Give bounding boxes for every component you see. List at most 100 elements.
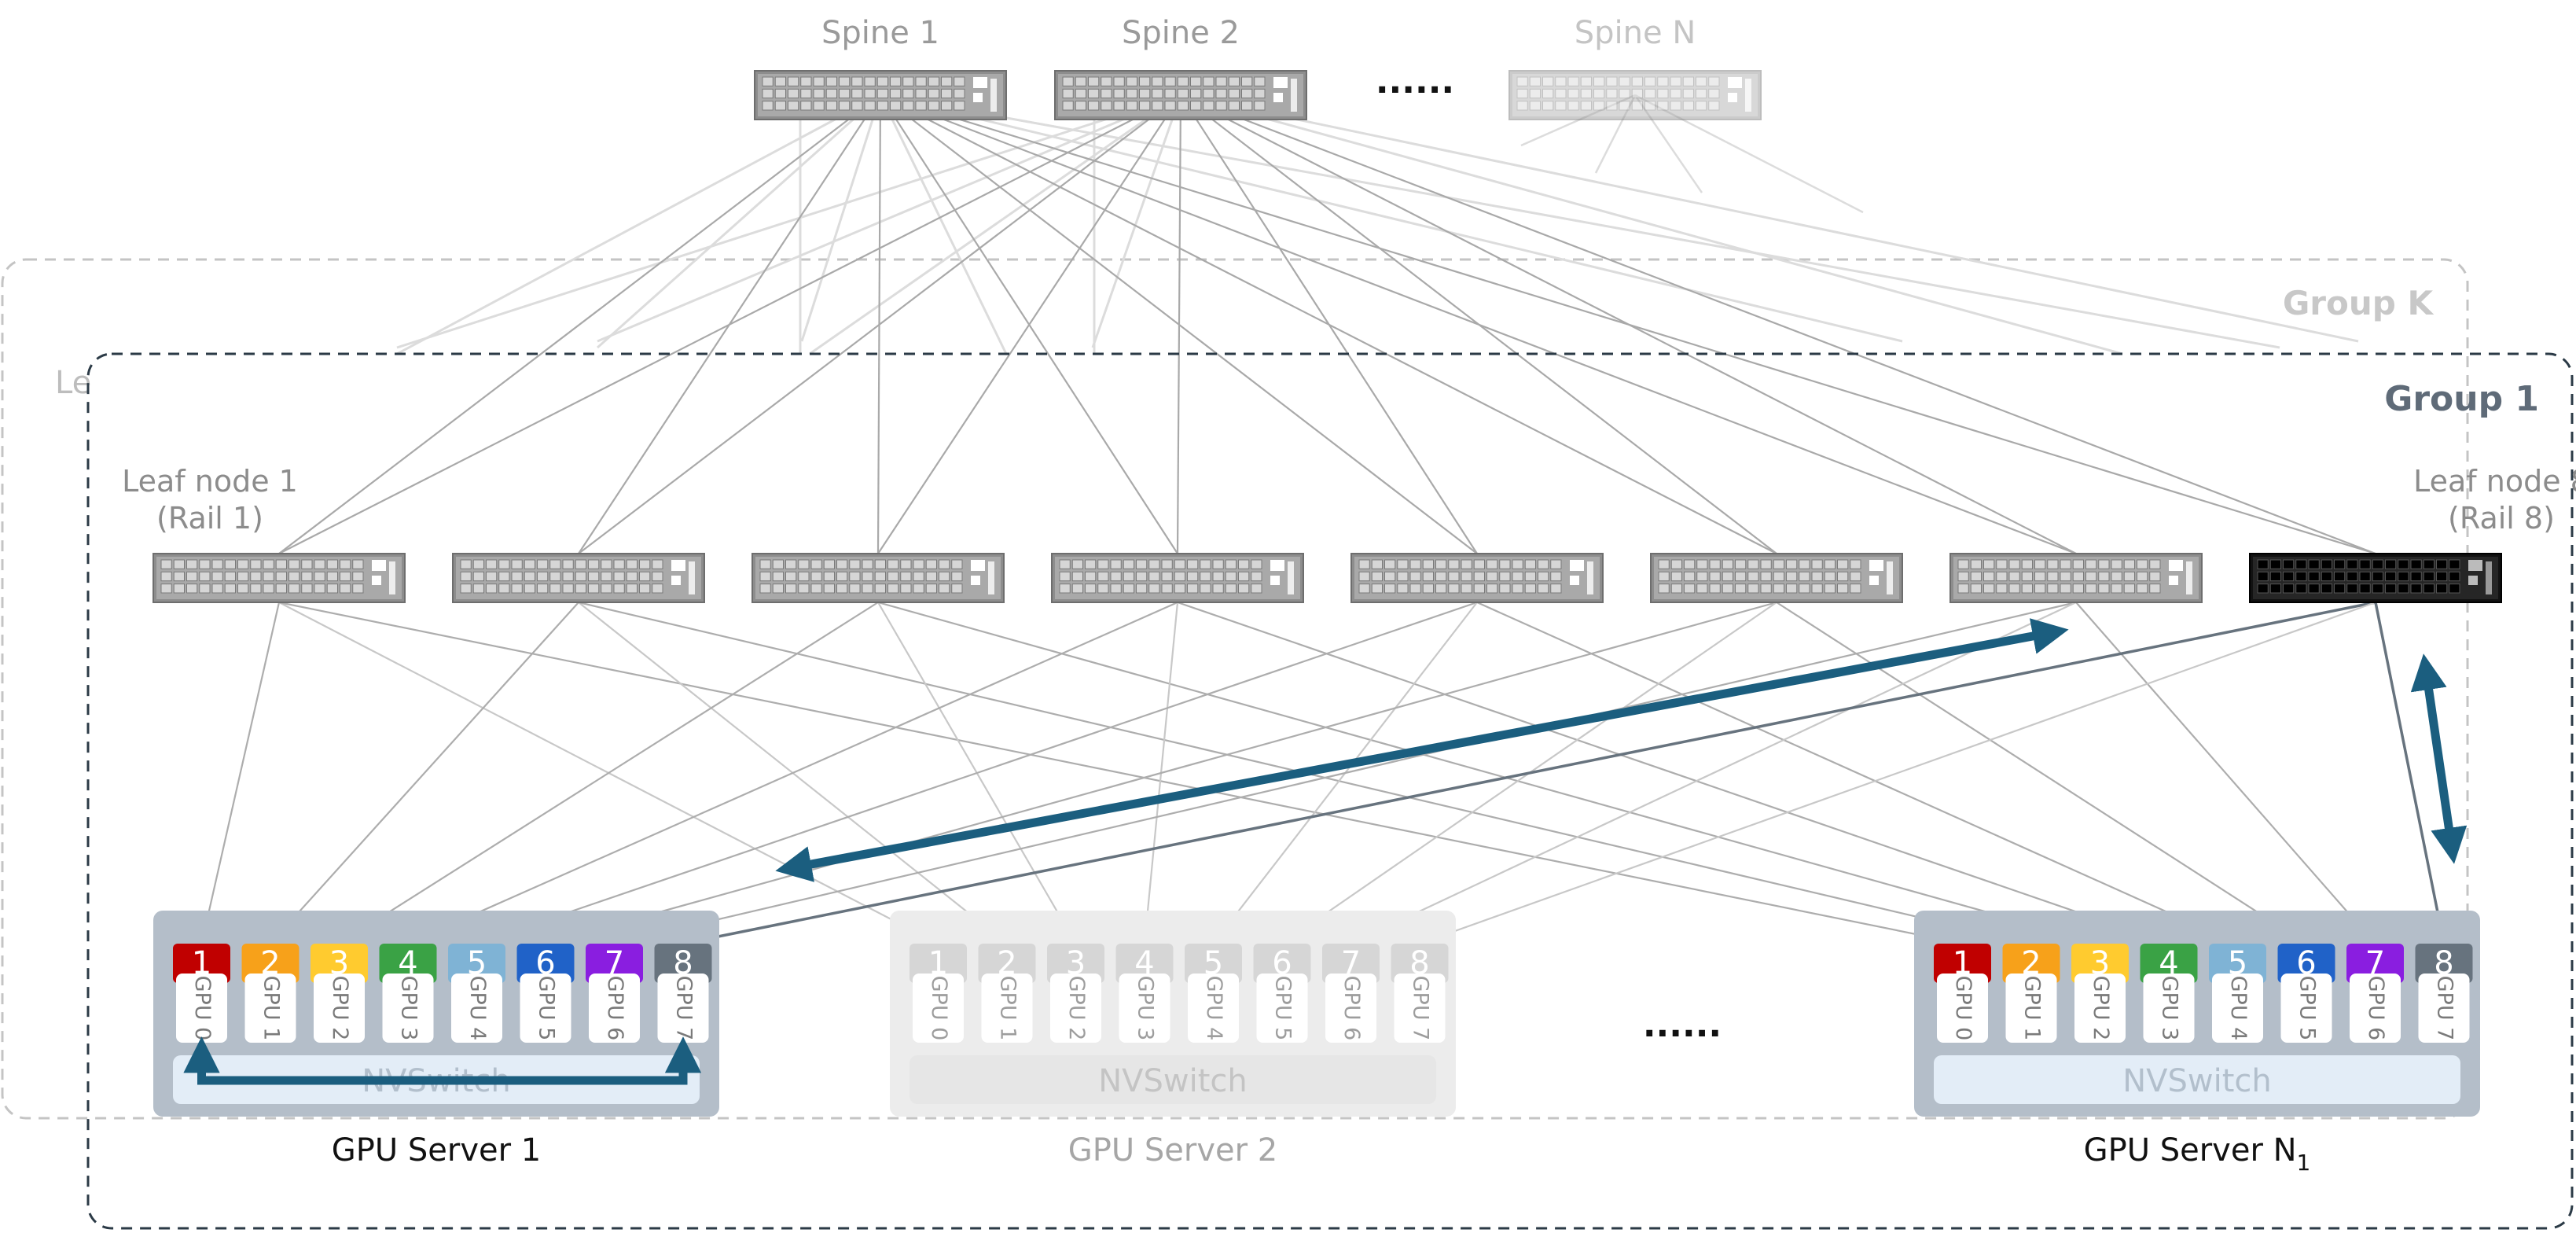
- spine-label: Spine 1: [821, 15, 939, 51]
- gpu-card: [244, 974, 296, 1043]
- leaf-switch: [1949, 553, 2203, 603]
- gpu-card: [451, 974, 502, 1043]
- rail-8-arrow: [2410, 653, 2468, 864]
- gpu-card: [176, 974, 227, 1043]
- spine-leaf-link: [1176, 94, 1182, 554]
- leaf-switch: [153, 553, 406, 603]
- server-name: GPU Server N1: [2084, 1132, 2311, 1176]
- gpu-label: GPU 2: [2089, 976, 2113, 1041]
- rail-port: [2002, 944, 2060, 983]
- rail-port: [173, 944, 230, 983]
- rail-port: [654, 944, 712, 983]
- leaf-switch: [1650, 553, 1903, 603]
- nvswitch: [1934, 1055, 2460, 1104]
- rail-port: [2346, 944, 2404, 983]
- gpu-card: [657, 974, 709, 1043]
- rail-port: [2209, 944, 2266, 983]
- spine-leaf-link: [1180, 94, 2376, 555]
- spine-switch: [1508, 70, 1762, 120]
- group-k-link: [1180, 94, 2359, 343]
- leaf-gpu-link: [2374, 602, 2446, 944]
- group-k-link: [1180, 94, 2123, 355]
- traffic-arrows: [183, 618, 2468, 1085]
- gpu-card: [1937, 974, 1988, 1043]
- group-k-link: [597, 94, 881, 349]
- gpu-label: GPU 6: [2364, 976, 2388, 1041]
- leaf-switch: [452, 553, 705, 603]
- server-name-subscript: 1: [2297, 1150, 2311, 1176]
- gpu-label: GPU 0: [927, 976, 951, 1041]
- gpu-label: GPU 3: [1134, 976, 1158, 1041]
- leaf-switch: [751, 553, 1005, 603]
- rail-port: [2140, 944, 2198, 983]
- nvswitch: [910, 1055, 1436, 1104]
- group-k-link: [396, 94, 1181, 349]
- spine-leaf-link: [1180, 94, 2077, 554]
- gpu-label: GPU 3: [2158, 976, 2182, 1041]
- group-k-link: [597, 94, 1181, 343]
- gpu-label: GPU 1: [2020, 976, 2045, 1041]
- gpu-label: GPU 7: [1409, 976, 1433, 1041]
- spine-label: Spine 2: [1122, 15, 1240, 51]
- gpu-label: GPU 6: [603, 976, 627, 1041]
- spine-leaf-link: [1180, 94, 1777, 554]
- gpu-label: GPU 7: [672, 976, 696, 1041]
- rail-port: [379, 944, 437, 983]
- group-k-leaf-label-partial: Le: [55, 365, 91, 401]
- gpu-label: GPU 0: [1951, 976, 1975, 1041]
- spine-switch: [1054, 70, 1307, 120]
- gpu-card: [382, 974, 434, 1043]
- spine-switch: [754, 70, 1007, 120]
- server-ellipsis: ......: [1643, 1005, 1722, 1045]
- rail-port: [241, 944, 299, 983]
- leaf-gpu-link: [2075, 602, 2376, 944]
- gpu-card: [2005, 974, 2057, 1043]
- rail-port: [1934, 944, 1991, 983]
- spine-leaf-link: [578, 94, 1181, 554]
- gpu-card: [1119, 974, 1170, 1043]
- spine-leaf-link: [1180, 94, 1478, 554]
- group-k-frame: [1, 258, 2469, 1120]
- cross-rail-arrow: [775, 618, 2069, 882]
- gpu-label: GPU 7: [2433, 976, 2457, 1041]
- gpu-label: GPU 4: [2226, 976, 2251, 1041]
- leaf-1-name: Leaf node 1: [122, 464, 298, 499]
- spine-n-link: [1520, 94, 1636, 147]
- leaf-gpu-link: [270, 602, 579, 944]
- spine-leaf-link: [278, 94, 881, 554]
- gpu-label: GPU 5: [535, 976, 559, 1041]
- group-k-link: [1091, 94, 1182, 348]
- spine-ellipsis: ......: [1376, 61, 1454, 101]
- gpu-label: GPU 4: [465, 976, 490, 1041]
- gpu-label: GPU 2: [328, 976, 352, 1041]
- leaf-8-rail: (Rail 8): [2448, 501, 2555, 536]
- rail-port: [2415, 944, 2473, 983]
- rail-port: [1253, 944, 1311, 983]
- gpu-label: GPU 1: [259, 976, 284, 1041]
- gpu-card: [2143, 974, 2195, 1043]
- gpu-card: [589, 974, 640, 1043]
- gpu-label: GPU 3: [397, 976, 421, 1041]
- gpu-label: GPU 4: [1202, 976, 1226, 1041]
- rail-port: [1322, 944, 1380, 983]
- leaf-8-name: Leaf node 8: [2413, 464, 2576, 499]
- gpu-card: [1394, 974, 1446, 1043]
- rail-port: [910, 944, 967, 983]
- group-1-label: Group 1: [2384, 379, 2539, 419]
- leaf-switch-rail-8: [2249, 553, 2502, 603]
- rail-port: [448, 944, 505, 983]
- leaf-1-rail: (Rail 1): [156, 501, 263, 536]
- group-k-link: [800, 94, 882, 342]
- gpu-card: [2280, 974, 2332, 1043]
- group-k-links: [396, 94, 2359, 355]
- group-k-link: [880, 94, 1903, 343]
- server-name: GPU Server 2: [1068, 1132, 1277, 1169]
- group-k-link: [879, 94, 1008, 355]
- spine-leaf-link: [278, 94, 1181, 554]
- leaf-switch: [1350, 553, 1604, 603]
- gpu-card: [2074, 974, 2126, 1043]
